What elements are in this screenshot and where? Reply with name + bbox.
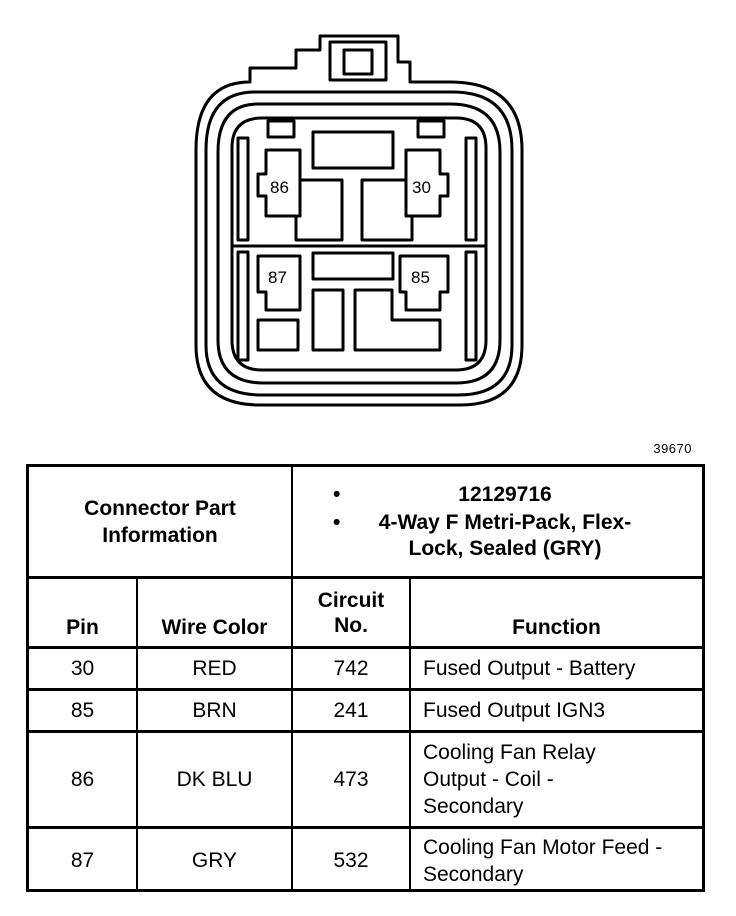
cell-function: Fused Output IGN3: [409, 691, 702, 730]
cell-pin: 87: [70, 848, 95, 872]
part-info-row: Connector Part Information 12129716 4-Wa…: [29, 467, 702, 579]
part-info-label: Connector Part Information: [29, 467, 291, 576]
cell-circuit: 742: [291, 649, 409, 688]
header-wire-color: Wire Color: [136, 579, 291, 646]
connector-info-table: Connector Part Information 12129716 4-Wa…: [26, 464, 705, 892]
pin-86-cavity: [256, 148, 302, 218]
lower-center-block: [311, 288, 345, 352]
pin-30-cavity: [404, 148, 450, 218]
part-info-values: 12129716 4-Way F Metri-Pack, Flex-Lock, …: [291, 467, 702, 576]
connector-latch-inner: [342, 48, 374, 76]
connector-housing-third-outline: [216, 102, 502, 385]
header-circuit-no-text: Circuit No.: [317, 588, 385, 637]
connector-housing-inner-outline: [204, 90, 514, 397]
cell-function: Fused Output - Battery: [409, 649, 702, 688]
pin-87-cavity: [256, 254, 302, 312]
header-pin: Pin: [66, 616, 99, 639]
cell-function: Cooling Fan Relay Output - Coil - Second…: [409, 733, 702, 826]
cell-pin: 30: [70, 656, 95, 680]
lower-right-key: [353, 288, 442, 352]
cell-wire-color: DK BLU: [136, 733, 291, 826]
lower-left-block: [256, 318, 300, 352]
connector-face-diagram: 86 30 87 85: [194, 34, 524, 407]
cell-wire-color: GRY: [136, 829, 291, 892]
table-row: 30 RED 742 Fused Output - Battery: [29, 649, 702, 691]
header-circuit-no: Circuit No.: [291, 579, 409, 646]
right-rail-upper: [464, 136, 478, 242]
lower-center-slot: [311, 251, 395, 281]
pin-label: 30: [412, 178, 431, 197]
cell-pin: 86: [70, 767, 95, 791]
part-description: 4-Way F Metri-Pack, Flex-Lock, Sealed (G…: [333, 510, 655, 562]
connector-housing-outline: [194, 34, 524, 407]
cell-circuit: 241: [291, 691, 409, 730]
cell-wire-color: BRN: [136, 691, 291, 730]
connector-latch: [328, 40, 388, 82]
top-right-notch: [416, 119, 446, 139]
table-row: 85 BRN 241 Fused Output IGN3: [29, 691, 702, 733]
part-info-label-text: Connector Part Information: [84, 496, 236, 547]
cell-function-text: Cooling Fan Motor Feed - Secondary: [423, 835, 663, 886]
pin-label: 86: [270, 178, 289, 197]
cell-circuit: 532: [291, 829, 409, 892]
cell-pin: 85: [70, 698, 95, 722]
left-rail-upper: [236, 136, 250, 242]
table-header-row: Pin Wire Color Circuit No. Function: [29, 579, 702, 649]
cell-wire-color: RED: [136, 649, 291, 688]
cell-function: Cooling Fan Motor Feed - Secondary: [409, 829, 702, 892]
pin-label: 87: [268, 268, 287, 287]
left-rail-lower: [236, 250, 250, 362]
connector-cavity-frame: [230, 116, 488, 372]
top-left-notch: [266, 119, 296, 139]
center-upper-right-key: [360, 178, 414, 242]
table-row: 86 DK BLU 473 Cooling Fan Relay Output -…: [29, 733, 702, 829]
cell-circuit: 473: [291, 733, 409, 826]
table-row: 87 GRY 532 Cooling Fan Motor Feed - Seco…: [29, 829, 702, 892]
right-rail-lower: [464, 250, 478, 362]
figure-id: 39670: [653, 441, 692, 456]
center-upper-left-key: [294, 178, 344, 242]
top-center-slot: [311, 130, 395, 170]
header-function: Function: [409, 579, 702, 646]
pin-label: 85: [411, 268, 430, 287]
cell-function-text: Cooling Fan Relay Output - Coil - Second…: [423, 741, 596, 818]
part-info-list: 12129716 4-Way F Metri-Pack, Flex-Lock, …: [293, 480, 655, 564]
pin-85-cavity: [398, 254, 450, 312]
part-number: 12129716: [333, 482, 655, 508]
